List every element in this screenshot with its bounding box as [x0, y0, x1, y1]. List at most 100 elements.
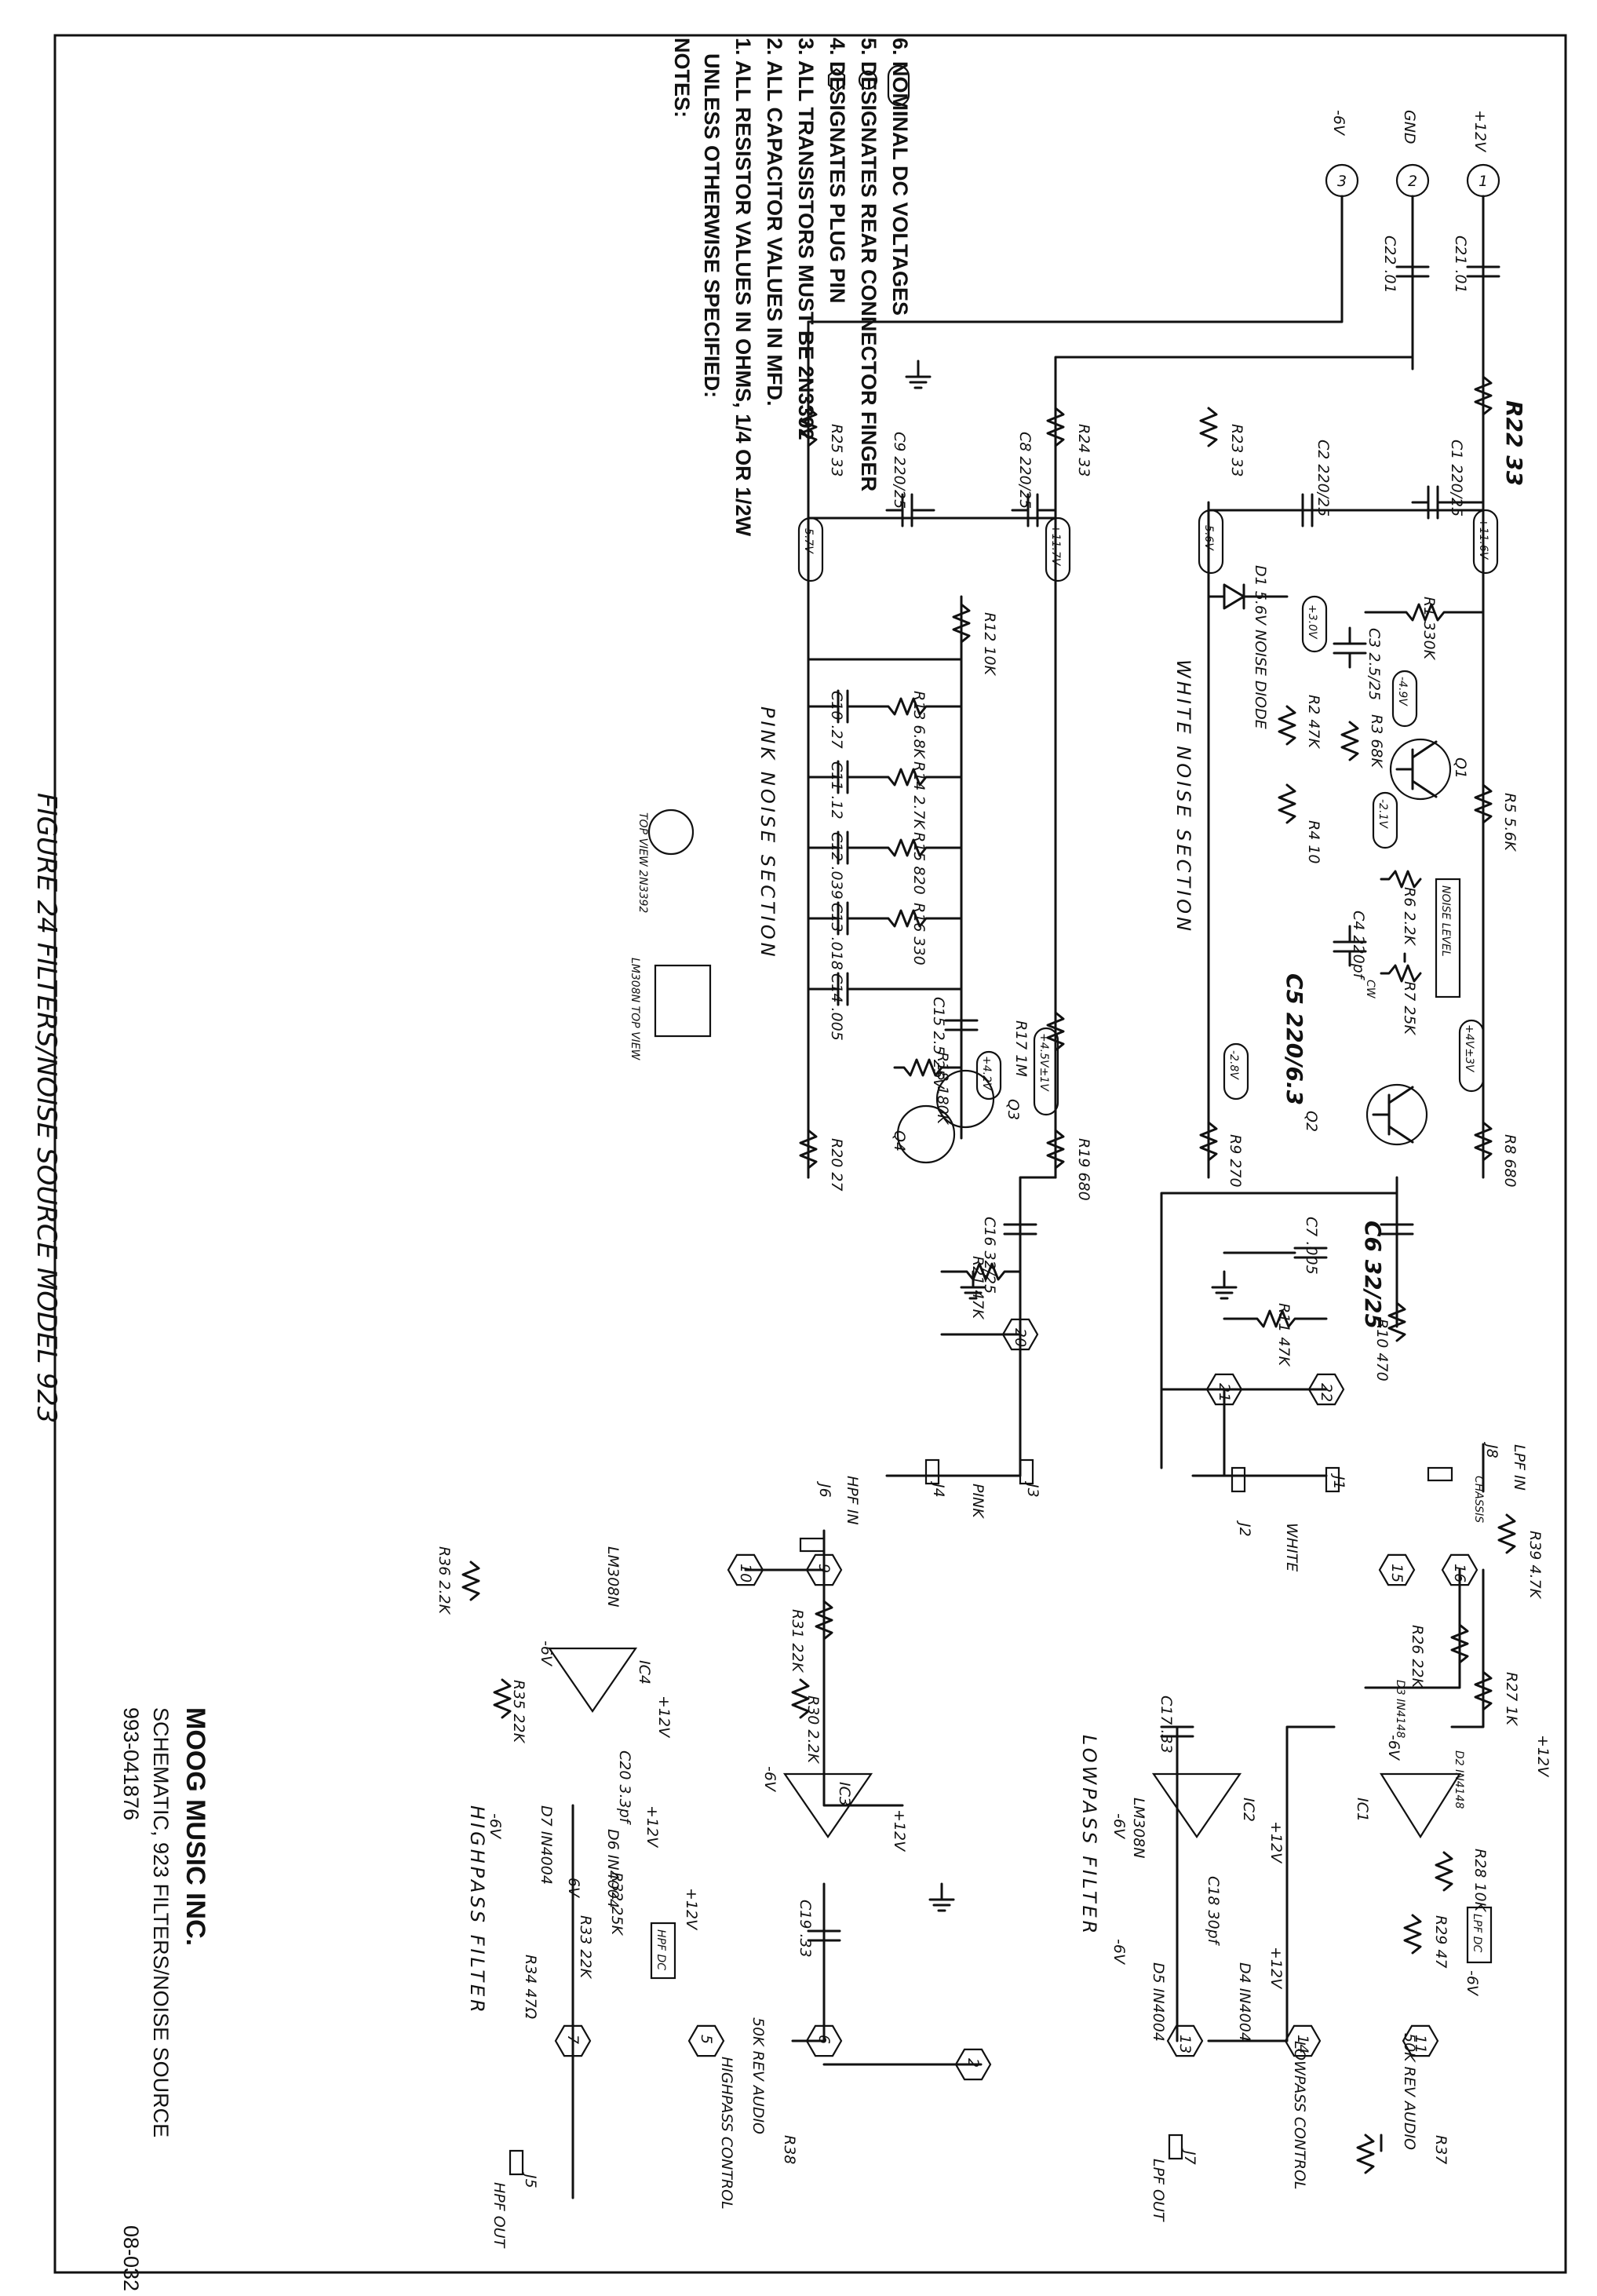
r1	[1364, 603, 1485, 622]
r20-label: R20 27	[828, 1138, 845, 1192]
noise-level-box	[1435, 878, 1461, 998]
r12	[952, 603, 971, 644]
r26-label: R26 22K	[1409, 1625, 1426, 1689]
c6-white	[1380, 1223, 1414, 1236]
j3-jack[interactable]	[1019, 1458, 1034, 1485]
r11-label: R11 47K	[1275, 1303, 1293, 1367]
r24	[1046, 407, 1065, 447]
r31	[815, 1600, 833, 1641]
q4-transistor	[896, 1104, 956, 1164]
r23	[1199, 407, 1218, 447]
notes-heading: NOTES:	[670, 38, 694, 118]
r28	[1435, 1851, 1453, 1892]
gnd-label: GND	[1401, 110, 1418, 144]
hpf-minus6-d: -6V	[565, 1872, 582, 1899]
c17	[1160, 1725, 1194, 1738]
ic1-label: IC1	[1354, 1798, 1371, 1822]
white-section-label: WHITE NOISE SECTION	[1172, 659, 1194, 934]
lm308n-ic2: LM308N	[1130, 1798, 1147, 1858]
drawing-title: SCHEMATIC, 923 FILTERS/NOISE SOURCE	[149, 1707, 173, 2137]
connector-finger-label: 6	[815, 2035, 833, 2044]
pink-noise-section: R24 33 R25 33 C8 220/25 C9 220/25 +11.7V…	[757, 407, 1092, 1336]
j7-jack[interactable]	[1168, 2134, 1183, 2160]
connector-finger-15	[1378, 1553, 1416, 1586]
r25	[799, 407, 818, 447]
connector-finger-2	[954, 2048, 992, 2081]
lpf-plus12-c: +12V	[1267, 1947, 1285, 1990]
connector-finger-label: 5	[698, 2035, 715, 2044]
r6-label: R6 2.2K	[1401, 887, 1418, 947]
r24-label: R24 33	[1075, 424, 1092, 477]
lpf-minus6-d: -6V	[1110, 1939, 1128, 1966]
r1-label: R1 330K	[1420, 597, 1438, 661]
r22-label: R22 33	[1501, 400, 1527, 486]
q2-transistor	[1365, 1083, 1428, 1146]
connector-finger-5	[687, 2024, 725, 2057]
connector-finger-label: 14	[1294, 2035, 1311, 2053]
r29	[1403, 1914, 1422, 1955]
c3-label: C3 2.5/25	[1365, 628, 1383, 700]
q4-label: Q4	[891, 1130, 908, 1152]
r39-label: R39 4.7K	[1526, 1531, 1544, 1600]
j2-jack[interactable]	[1231, 1466, 1246, 1493]
r17	[1046, 1011, 1065, 1052]
lowpass-filter: LPF IN J8 CHASSIS R39 4.7K R26 22K R27 1…	[1078, 1441, 1551, 2222]
lm308n-ic4: LM308N	[604, 1546, 622, 1607]
j1-jack[interactable]	[1325, 1466, 1340, 1493]
q3-label: Q3	[1005, 1099, 1022, 1120]
j6-jack[interactable]	[799, 1537, 826, 1553]
c12-label: C12 .039	[828, 832, 845, 900]
hpf-plus12-c: +12V	[644, 1805, 661, 1849]
c6-white-label: C6 32/25	[1360, 1221, 1386, 1329]
r4	[1278, 783, 1296, 824]
j5-jack[interactable]	[509, 2149, 524, 2176]
r28-label: R28 10K	[1471, 1849, 1489, 1913]
c11	[807, 760, 888, 794]
connector-finger-label: 22	[1318, 1383, 1335, 1402]
r4-label: R4 10	[1305, 820, 1322, 864]
lpf-plus12: +12V	[1534, 1735, 1551, 1778]
r17-label: R17 1M	[1012, 1020, 1030, 1077]
lpf-in-label: LPF IN	[1511, 1444, 1528, 1491]
sheet-code: 08-032	[119, 2225, 143, 2291]
r14-label: R14 2.7K	[910, 761, 928, 830]
highpass-control-label: HIGHPASS CONTROL	[718, 2057, 735, 2210]
supply-rails	[807, 195, 1485, 1179]
r38-label: R38	[781, 2135, 798, 2164]
lowpass-control-label: LOWPASS CONTROL	[1291, 2041, 1308, 2190]
connector-finger-label: 10	[737, 1564, 754, 1582]
connector-finger-label: 21	[1216, 1383, 1233, 1402]
r31-label: R31 22K	[789, 1609, 806, 1674]
v117-tag	[1045, 517, 1071, 582]
r3-label: R3 68K	[1368, 714, 1385, 769]
power-inputs: 1 2 3 +12V GND -6V C21 .01 C22 .01	[807, 110, 1500, 1179]
pink-section-label: PINK NOISE SECTION	[757, 706, 778, 960]
connector-finger-6	[805, 2024, 843, 2057]
r7-label: R7 25K	[1401, 981, 1418, 1036]
v4to3-tag	[1458, 1019, 1485, 1093]
hpf-dc-label: HPF DC	[654, 1929, 667, 1970]
r11	[1223, 1309, 1328, 1328]
connector-finger-label: 9	[815, 1564, 833, 1573]
connector-finger-14	[1284, 2024, 1322, 2057]
r13-label: R13 6.8K	[910, 691, 928, 760]
connector-finger-13	[1166, 2024, 1204, 2057]
r35-label: R35 22K	[510, 1680, 527, 1744]
ground-icon	[960, 1270, 986, 1300]
connector-finger-21	[1205, 1373, 1243, 1406]
r5-label: R5 5.6K	[1501, 793, 1519, 852]
j8-jack[interactable]	[1427, 1466, 1453, 1482]
q1-leads	[1395, 740, 1438, 798]
hpf-in-label: HPF IN	[844, 1476, 861, 1525]
c2-label: C2 220/25	[1314, 440, 1332, 517]
r22	[1474, 375, 1493, 416]
vm21-label: -2.1V	[1376, 799, 1389, 829]
white-noise-section: R22 33 R23 33 C1 220/25 C2 220/25 +11.6V…	[1160, 375, 1527, 1469]
c19-label: C19 .33	[797, 1900, 814, 1958]
c7	[1223, 1247, 1328, 1259]
j4-jack[interactable]	[924, 1458, 940, 1485]
connector-finger-label: 7	[564, 2035, 582, 2044]
connector-finger-label: 13	[1176, 2035, 1194, 2053]
r8	[1474, 1121, 1493, 1162]
c4	[1333, 925, 1367, 967]
